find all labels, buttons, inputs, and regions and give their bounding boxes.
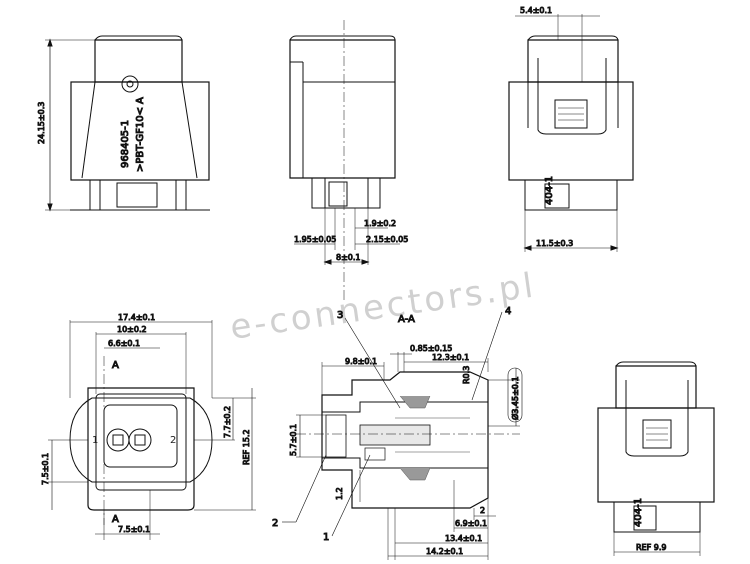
dim-sec-142: 14.2±0.1 xyxy=(426,547,463,556)
dim-front-height: 7.7±0.2 xyxy=(223,406,232,438)
dim-front-bottom: 7.5±0.1 xyxy=(118,525,150,534)
dim-sec-134: 13.4±0.1 xyxy=(445,534,482,543)
dim-pin-left: 1.95±0.05 xyxy=(294,235,336,244)
dim-front-width: 17.4±0.1 xyxy=(118,313,155,322)
dim-sec-gap: 0.85±0.15 xyxy=(410,344,452,353)
callout-2: 2 xyxy=(272,518,278,529)
rear-detail-part-text: 404-1 xyxy=(633,498,644,527)
logo-mark-icon xyxy=(121,75,139,93)
dim-top-offset: 5.4±0.1 xyxy=(520,6,552,15)
dim-sec-right-len: 12.3±0.1 xyxy=(432,353,469,362)
section-title: A-A xyxy=(398,314,415,325)
dim-sec-diam: Ø3.45±0.1 xyxy=(510,376,520,420)
section-marker-top: A xyxy=(112,360,119,371)
view-rear-detail: 404-1 REF 9.9 xyxy=(597,361,715,556)
dim-front-left: 7.5±0.1 xyxy=(41,453,50,485)
view-front-elevation: 968405-1 >PBT-GF10< A 24.15±0.3 xyxy=(37,35,210,212)
callout-1: 1 xyxy=(323,532,329,543)
dim-sec-small: 1.2 xyxy=(335,487,344,500)
dim-r-small: R0.3 xyxy=(462,366,471,384)
dim-pin-span: 8±0.1 xyxy=(336,253,361,262)
section-marker-bottom: A xyxy=(112,514,119,525)
callout-3: 3 xyxy=(337,310,343,321)
svg-text:1: 1 xyxy=(92,435,98,446)
dim-back-width: 11.5±0.3 xyxy=(536,239,573,248)
callout-4: 4 xyxy=(505,306,511,317)
dim-sec-pin: 5.7±0.1 xyxy=(289,424,298,456)
dim-ref-99: REF 9.9 xyxy=(636,543,666,552)
rear-part-text: 404-1 xyxy=(544,176,555,205)
dim-pin-gap-right: 1.9±0.2 xyxy=(364,219,396,228)
svg-text:2: 2 xyxy=(170,435,176,446)
view-side-elevation: 1.9±0.2 1.95±0.05 2.15±0.05 8±0.1 xyxy=(289,20,409,300)
dim-front-cavity: 6.6±0.1 xyxy=(108,339,140,348)
dim-sec-2: 2 xyxy=(480,506,485,515)
dim-sec-len: 9.8±0.1 xyxy=(345,357,377,366)
material-text: >PBT-GF10< xyxy=(135,107,146,172)
dim-pin-right: 2.15±0.05 xyxy=(366,235,408,244)
view-rear-elevation: 404-1 5.4±0.1 11.5±0.3 xyxy=(508,6,634,252)
view-section-aa: A-A 9.8±0.1 0.85±0.15 12.3±0.1 R0.3 Ø3.4… xyxy=(272,306,523,560)
view-front-face: 1 2 A A 17.4±0.1 10±0.2 6.6±0.1 7.7±0.2 … xyxy=(41,313,256,540)
rev-text: A xyxy=(135,97,146,104)
part-number-text: 968405-1 xyxy=(120,120,131,168)
watermark-text: e-connectors.pl xyxy=(228,265,539,347)
dim-overall-height: 24.15±0.3 xyxy=(37,102,46,144)
dim-sec-69: 6.9±0.1 xyxy=(455,519,487,528)
dim-front-ref: REF 15.2 xyxy=(242,429,251,465)
dim-front-inner: 10±0.2 xyxy=(117,325,147,334)
